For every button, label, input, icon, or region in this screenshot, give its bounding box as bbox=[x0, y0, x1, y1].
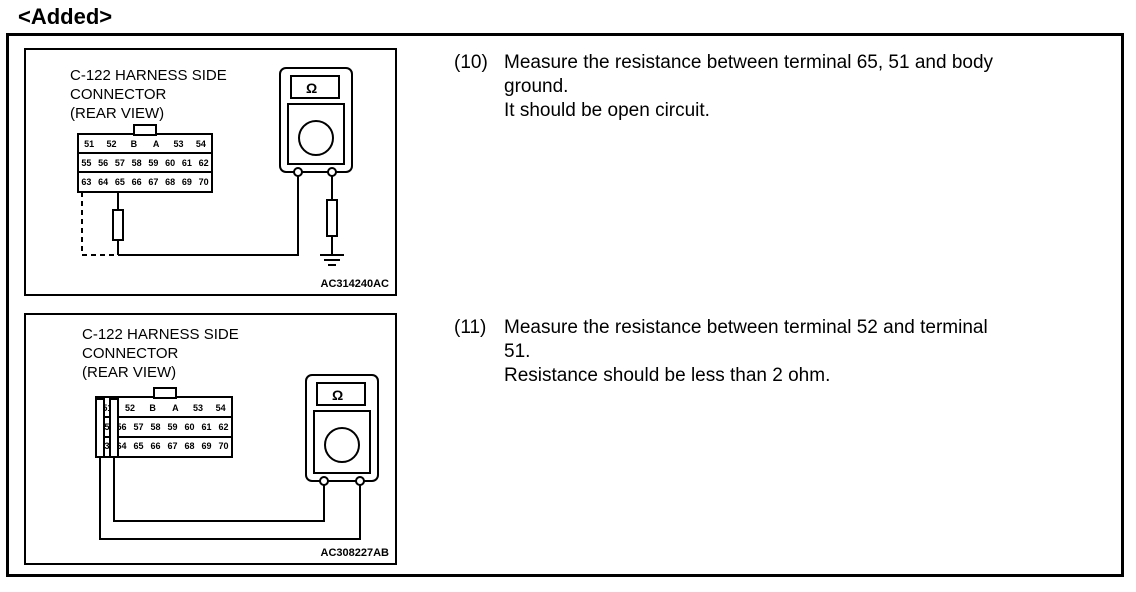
diagram-2-title: C-122 HARNESS SIDE CONNECTOR (REAR VIEW) bbox=[82, 326, 239, 381]
diagram-panel-2: C-122 HARNESS SIDE CONNECTOR (REAR VIEW)… bbox=[24, 313, 397, 565]
connector-pin-label: 54 bbox=[216, 403, 226, 413]
connector-pin-label: 56 bbox=[98, 158, 108, 168]
test-leads-1 bbox=[81, 172, 344, 266]
connector-pin-label: B bbox=[131, 139, 138, 149]
connector-pin-label: A bbox=[153, 139, 160, 149]
connector-pin-label: 66 bbox=[150, 441, 160, 451]
connector-1 bbox=[77, 124, 213, 193]
connector-pin-label: 51 bbox=[102, 403, 112, 413]
ohm-icon: Ω bbox=[332, 387, 343, 403]
connector-pin-label: 69 bbox=[201, 441, 211, 451]
content-frame bbox=[6, 33, 1124, 577]
connector-pin-label: B bbox=[149, 403, 156, 413]
step-10-line-2: ground. bbox=[504, 76, 569, 97]
connector-pin-label: 58 bbox=[150, 422, 160, 432]
connector-pin-label: 60 bbox=[165, 158, 175, 168]
diagram-1-drawing: 51 52 B A 53 54 55 56 57 58 59 60 61 62 63 64 65 66 67 68 69… bbox=[77, 67, 353, 266]
connector-pin-label: 52 bbox=[106, 139, 116, 149]
step-10: (10) Measure the resistance between term… bbox=[454, 51, 1124, 131]
connector-pin-label: 53 bbox=[193, 403, 203, 413]
connector-pin-label: 56 bbox=[116, 422, 126, 432]
connector-pin-label: 70 bbox=[218, 441, 228, 451]
step-11-line-1: Measure the resistance between terminal … bbox=[504, 317, 988, 338]
step-11-line-3: Resistance should be less than 2 ohm. bbox=[504, 365, 831, 386]
diagram-1-code: AC314240AC bbox=[320, 278, 389, 290]
diagram-2-code: AC308227AB bbox=[320, 547, 389, 559]
step-11-line-2: 51. bbox=[504, 341, 531, 362]
connector-pin-label: 57 bbox=[115, 158, 125, 168]
connector-pin-label: 61 bbox=[182, 158, 192, 168]
ohmmeter-1 bbox=[279, 67, 353, 177]
step-11-number: (11) bbox=[454, 317, 487, 338]
connector-pin-label: 66 bbox=[132, 177, 142, 187]
ohm-icon: Ω bbox=[306, 80, 317, 96]
connector-pin-label: 54 bbox=[196, 139, 206, 149]
connector-pin-label: 70 bbox=[199, 177, 209, 187]
section-heading: <Added> bbox=[18, 4, 113, 29]
ohmmeter-2 bbox=[305, 374, 379, 486]
connector-pin-label: 65 bbox=[115, 177, 125, 187]
diagram-panel-1: C-122 HARNESS SIDE CONNECTOR (REAR VIEW)… bbox=[24, 48, 397, 296]
connector-pin-label: 64 bbox=[116, 441, 126, 451]
step-10-line-3: It should be open circuit. bbox=[504, 100, 710, 121]
connector-pin-label: 57 bbox=[133, 422, 143, 432]
diagram-2-drawing: 5152BA5354555657585960616263646566676869… bbox=[95, 374, 379, 540]
connector-pin-label: 59 bbox=[148, 158, 158, 168]
connector-pin-label: 68 bbox=[165, 177, 175, 187]
connector-pin-label: 60 bbox=[184, 422, 194, 432]
connector-pin-label: A bbox=[172, 403, 179, 413]
connector-pin-label: 64 bbox=[98, 177, 108, 187]
step-10-number: (10) bbox=[454, 52, 488, 73]
connector-pin-label: 59 bbox=[167, 422, 177, 432]
connector-pin-label: 51 bbox=[84, 139, 94, 149]
connector-1-pins: 51 52 B A 53 54 55 56 57 58 59 60 61 62 63 64 65 66 67 68 69… bbox=[81, 139, 208, 187]
step-10-line-1: Measure the resistance between terminal … bbox=[504, 52, 994, 73]
connector-pin-label: 67 bbox=[148, 177, 158, 187]
step-11: (11) Measure the resistance between term… bbox=[454, 316, 1124, 396]
test-leads-2 bbox=[95, 398, 361, 540]
connector-pin-label: 67 bbox=[167, 441, 177, 451]
connector-pin-label: 65 bbox=[133, 441, 143, 451]
diagram-1-title: C-122 HARNESS SIDE CONNECTOR (REAR VIEW) bbox=[70, 67, 227, 122]
connector-pin-label: 62 bbox=[218, 422, 228, 432]
connector-pin-label: 55 bbox=[81, 158, 91, 168]
connector-pin-label: 58 bbox=[132, 158, 142, 168]
connector-pin-label: 52 bbox=[125, 403, 135, 413]
connector-pin-label: 62 bbox=[199, 158, 209, 168]
connector-pin-label: 68 bbox=[184, 441, 194, 451]
connector-pin-label: 61 bbox=[201, 422, 211, 432]
connector-pin-label: 69 bbox=[182, 177, 192, 187]
connector-pin-label: 63 bbox=[81, 177, 91, 187]
connector-pin-label: 53 bbox=[173, 139, 183, 149]
